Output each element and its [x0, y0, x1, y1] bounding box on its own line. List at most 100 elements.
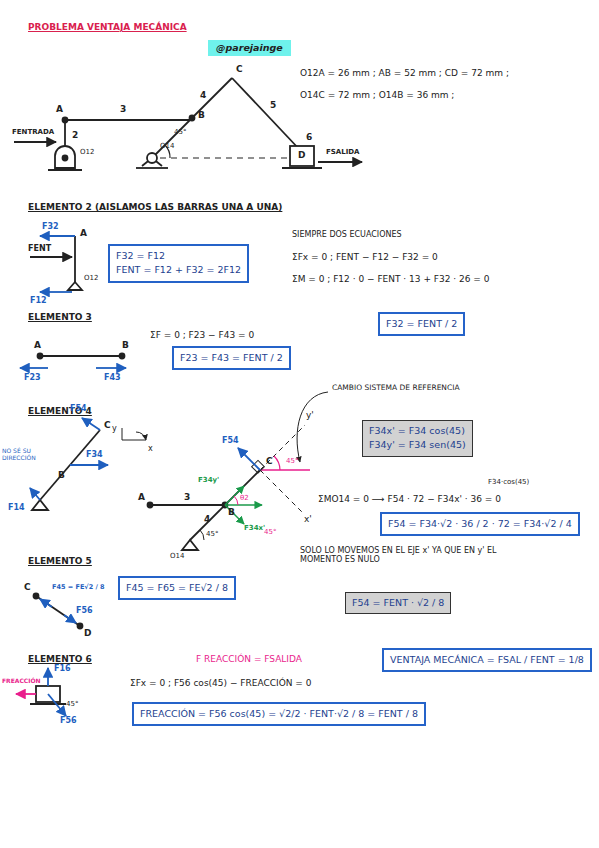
free-body-element-4: [30, 418, 146, 510]
annotation-label: 45°: [66, 700, 78, 708]
annotation-label: D: [298, 150, 305, 160]
free-body-element-2: [74, 236, 76, 282]
annotation-label: ΣFx = 0 ; F56 cos(45) − FREACCIÓN = 0: [130, 678, 311, 688]
annotation-label: F12: [30, 296, 47, 305]
free-body-element-4: [122, 428, 146, 440]
annotation-label: x': [304, 514, 312, 524]
free-body-element-3: [20, 354, 126, 369]
free-body-element-5: [40, 599, 52, 607]
annotation-label: PROBLEMA VENTAJA MECÁNICA: [28, 22, 187, 32]
formula-text: F45 = F65 = FE√2 / 8: [126, 581, 228, 595]
free-body-element-2: [40, 291, 72, 293]
formula-text: F32 = F12: [116, 249, 241, 263]
annotation-label: ΣFx = 0 ; FENT − F12 − F32 = 0: [292, 252, 438, 262]
formula-box: F54 = F34·√2 · 36 / 2 · 72 = F34·√2 / 4: [380, 512, 580, 536]
annotation-label: 6: [306, 132, 312, 142]
annotation-label: 3: [120, 104, 126, 114]
formula-text: FREACCIÓN = F56 cos(45) = √2/2 · FENT·√2…: [140, 707, 418, 721]
annotation-label: 45°: [264, 528, 276, 536]
mechanism: [318, 161, 362, 163]
reference-change-diagram: [260, 469, 310, 470]
mechanism: [63, 156, 68, 161]
annotation-label: 45°: [174, 128, 186, 136]
free-body-element-3: [40, 355, 122, 357]
annotation-label: F54: [222, 436, 239, 445]
annotation-label: x: [148, 444, 153, 453]
annotation-label: O14: [160, 142, 174, 150]
reference-change-diagram: [260, 470, 302, 512]
annotation-label: F56: [60, 716, 77, 725]
annotation-label: 3: [184, 492, 190, 502]
annotation-label: C: [236, 64, 243, 74]
annotation-label: F REACCIÓN = FSALIDA: [196, 654, 302, 664]
free-body-element-4: [30, 488, 40, 500]
annotation-label: F14: [8, 503, 25, 512]
annotation-label: ELEMENTO 6: [28, 654, 92, 664]
mechanism: [282, 167, 322, 169]
annotation-label: 45°: [286, 457, 298, 465]
annotation-label: O14C = 72 mm ; O14B = 36 mm ;: [300, 90, 454, 100]
annotation-label: F54: [70, 404, 87, 413]
annotation-label: F34y': [198, 476, 219, 484]
free-body-element-6: [48, 694, 66, 716]
mechanism: [160, 157, 292, 158]
free-body-element-3: [120, 354, 125, 359]
annotation-label: F56: [76, 606, 93, 615]
free-body-element-3: [20, 367, 48, 369]
annotation-label: NO SÉ SU DIRECCIÓN: [2, 448, 34, 462]
annotation-label: y: [112, 424, 117, 433]
mechanism: [147, 153, 157, 163]
free-body-element-6: [47, 668, 49, 686]
free-body-element-6: [30, 703, 66, 705]
annotation-label: A: [138, 492, 145, 502]
annotation-label: 2: [72, 130, 78, 140]
free-body-element-4: [32, 500, 48, 510]
annotation-label: ELEMENTO 5: [28, 556, 92, 566]
reference-change-diagram: [225, 505, 244, 524]
formula-text: F54 = F34·√2 · 36 / 2 · 72 = F34·√2 / 4: [388, 517, 572, 531]
annotation-label: A: [56, 104, 63, 114]
mechanism: [232, 78, 300, 150]
free-body-element-2: [40, 235, 75, 237]
formula-box: F54 = FENT · √2 / 8: [345, 592, 451, 614]
annotation-label: ΣF = 0 ; F23 − F43 = 0: [150, 330, 254, 340]
annotation-label: 45°: [206, 530, 218, 538]
reference-change-diagram: [200, 530, 204, 540]
annotation-label: ΣM = 0 ; F12 · 0 − FENT · 13 + F32 · 26 …: [292, 274, 489, 284]
annotation-label: C: [266, 456, 273, 466]
reference-change-diagram: [182, 540, 198, 550]
annotation-label: A: [34, 340, 41, 350]
reference-change-diagram: [297, 392, 328, 462]
free-body-element-6: [16, 668, 66, 716]
formula-box: VENTAJA MECÁNICA = FSAL / FENT = 1/8: [382, 648, 592, 672]
formula-text: F54 = FENT · √2 / 8: [352, 596, 444, 610]
annotation-label: FENT: [28, 244, 51, 253]
annotation-label: F45 = FE√2 / 8: [52, 584, 105, 591]
formula-text: @parejainge: [216, 41, 283, 55]
reference-change-diagram: [148, 392, 329, 550]
annotation-label: FENTRADA: [12, 128, 54, 136]
reference-change-diagram: [234, 496, 238, 505]
annotation-label: A: [80, 228, 87, 238]
formula-box: F32 = FENT / 2: [378, 312, 465, 336]
reference-change-diagram: [260, 425, 305, 470]
formula-text: F32 = FENT / 2: [386, 317, 457, 331]
annotation-label: F34x': [244, 524, 265, 532]
formula-box: F23 = F43 = FENT / 2: [172, 346, 291, 370]
mechanism: [55, 146, 75, 168]
annotation-label: y': [306, 410, 314, 420]
annotation-label: SIEMPRE DOS ECUACIONES: [292, 230, 402, 239]
annotation-label: 4: [200, 90, 206, 100]
formula-text: F34y' = F34 sen(45): [369, 438, 466, 452]
annotation-label: D: [84, 628, 91, 638]
annotation-label: θ2: [240, 494, 249, 502]
annotation-label: 5: [270, 100, 276, 110]
annotation-label: B: [228, 507, 235, 517]
annotation-label: C: [104, 420, 111, 430]
formula-box: F32 = F12FENT = F12 + F32 = 2F12: [108, 244, 249, 283]
author-tag: @parejainge: [208, 40, 291, 56]
annotation-label: ΣMO14 = 0 ⟶ F54 · 72 − F34x' · 36 = 0: [318, 494, 501, 504]
free-body-element-5: [64, 615, 76, 623]
annotation-label: SOLO LO MOVEMOS EN EL EJE x' YA QUE EN y…: [300, 546, 540, 564]
